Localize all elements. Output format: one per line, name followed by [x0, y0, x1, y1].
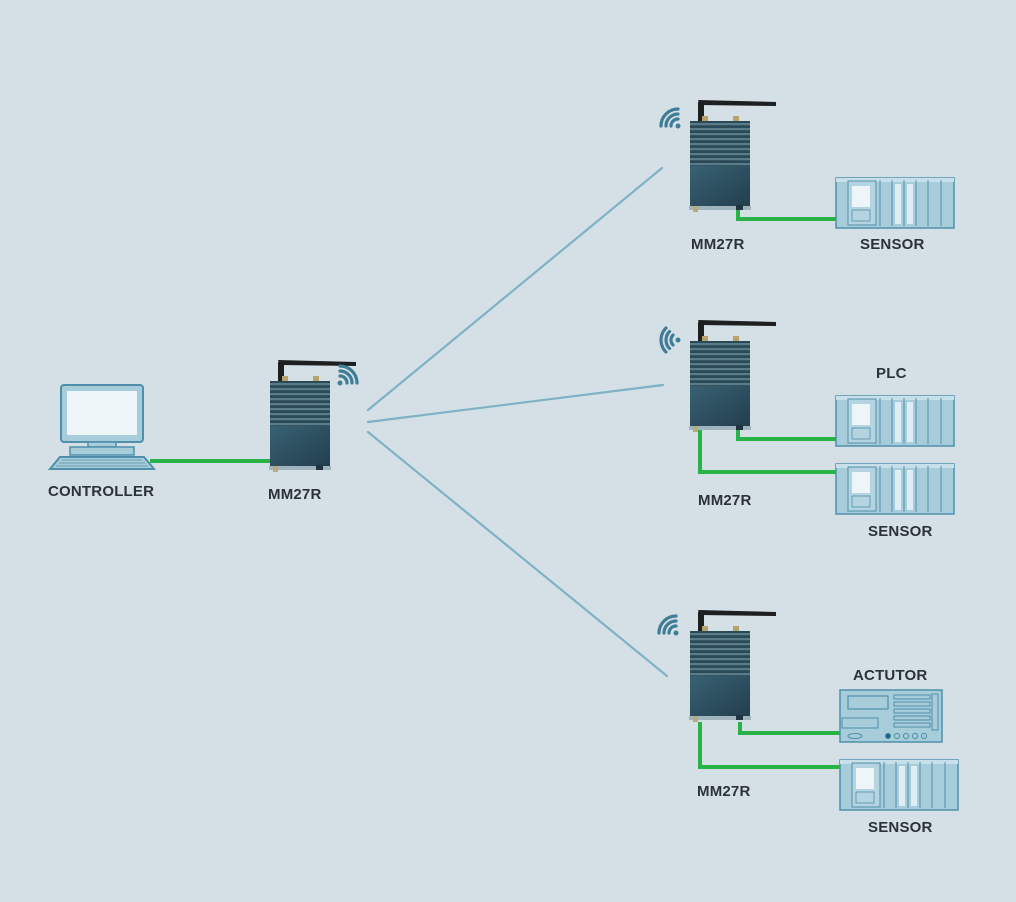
- sensor-3-label: SENSOR: [868, 819, 933, 836]
- antenna: [278, 360, 356, 366]
- sensor-2-label: SENSOR: [868, 523, 933, 540]
- radio-master-label: MM27R: [268, 486, 322, 503]
- wired-link: [736, 428, 838, 441]
- actuator-panel-icon: [839, 689, 943, 743]
- wireless-signal-icon: [659, 326, 681, 354]
- antenna: [698, 610, 776, 616]
- wired-link: [698, 428, 838, 474]
- wireless-signal-icon: [659, 107, 681, 129]
- plc-2-label: PLC: [876, 365, 907, 382]
- wireless-link: [366, 166, 664, 412]
- antenna: [698, 100, 776, 106]
- wireless-signal-icon: [657, 614, 679, 636]
- antenna: [698, 320, 776, 326]
- wired-link: [738, 722, 842, 735]
- radio-modem-icon: [689, 320, 776, 432]
- plc-rack-icon: [835, 177, 955, 229]
- radio-2-label: MM27R: [698, 492, 752, 509]
- wireless-signal-icon: [337, 364, 359, 386]
- plc-rack-icon: [835, 463, 955, 515]
- plc-rack-icon: [835, 395, 955, 447]
- radio-modem-icon: [689, 610, 776, 722]
- wired-link: [698, 722, 842, 769]
- plc-rack-icon: [839, 759, 959, 811]
- wireless-link: [366, 430, 669, 678]
- wired-link: [736, 208, 838, 221]
- radio-3-label: MM27R: [697, 783, 751, 800]
- radio-1-label: MM27R: [691, 236, 745, 253]
- computer-icon: [47, 384, 157, 470]
- actuator-3-label: ACTUTOR: [853, 667, 928, 684]
- sensor-1-label: SENSOR: [860, 236, 925, 253]
- radio-modem-icon: [689, 100, 776, 212]
- controller-label: CONTROLLER: [48, 483, 155, 500]
- wireless-link: [366, 383, 665, 424]
- radio-modem-icon: [269, 360, 356, 472]
